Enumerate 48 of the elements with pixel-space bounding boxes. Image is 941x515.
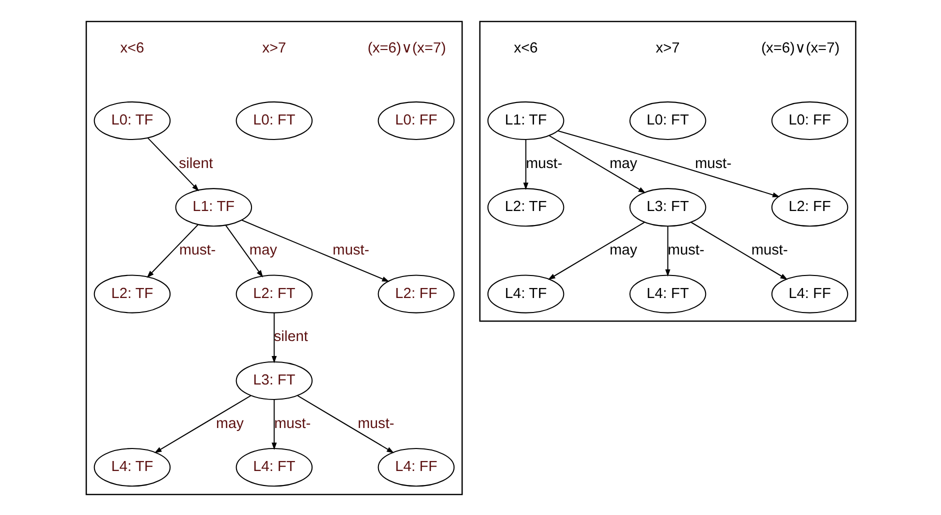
node-ellipse: L3: FT [235,360,312,400]
node-ellipse: L0: FF [770,100,848,140]
label: x>7 [262,40,286,56]
edge-label: may [248,242,277,258]
node-ellipse: L4: FT [628,274,706,313]
arrow [548,134,646,193]
edge-label: must- [750,242,788,258]
node-ellipse: L2: TF [93,274,170,313]
label: (x=6)∨(x=7) [367,40,446,56]
cluster [85,20,462,495]
edge-label: may [216,415,244,432]
arrow [146,224,198,278]
cluster [478,20,856,322]
arrow [271,399,276,450]
arrow [224,224,263,277]
label: (x=6)∨(x=7) [760,40,840,56]
arrow [154,394,251,453]
edge-label: must- [357,415,394,432]
arrow [557,130,780,197]
node-ellipse: L0: FT [628,100,706,140]
edge-label: silent [178,155,212,172]
edge-label: must- [178,242,216,258]
edge-label: may [609,242,637,258]
arrow [522,139,528,190]
arrow [296,394,394,453]
edge-label: must- [694,155,731,172]
arrow [241,219,389,282]
node-ellipse: L1: TF [486,100,564,140]
arrow [547,221,644,280]
edge-label: must- [667,242,704,258]
label: x>7 [655,40,680,56]
node-ellipse: L4: FT [235,448,312,486]
edge-label: may [609,155,637,172]
node-ellipse: L0: TF [93,100,170,140]
node-ellipse: L2: FT [235,274,312,313]
node-ellipse: L0: FF [377,100,454,140]
arrow [271,312,276,363]
edge-label: must- [332,242,369,258]
label: x<6 [513,40,538,56]
arrow [664,226,670,276]
label: x<6 [120,40,144,56]
edge-label: must- [525,155,562,172]
node-ellipse: L2: TF [486,188,564,226]
edge-label: must- [274,415,310,432]
arrow [690,221,788,280]
node-ellipse: L0: FT [235,100,312,140]
arrow [147,137,199,191]
node-ellipse: L1: TF [174,188,252,226]
